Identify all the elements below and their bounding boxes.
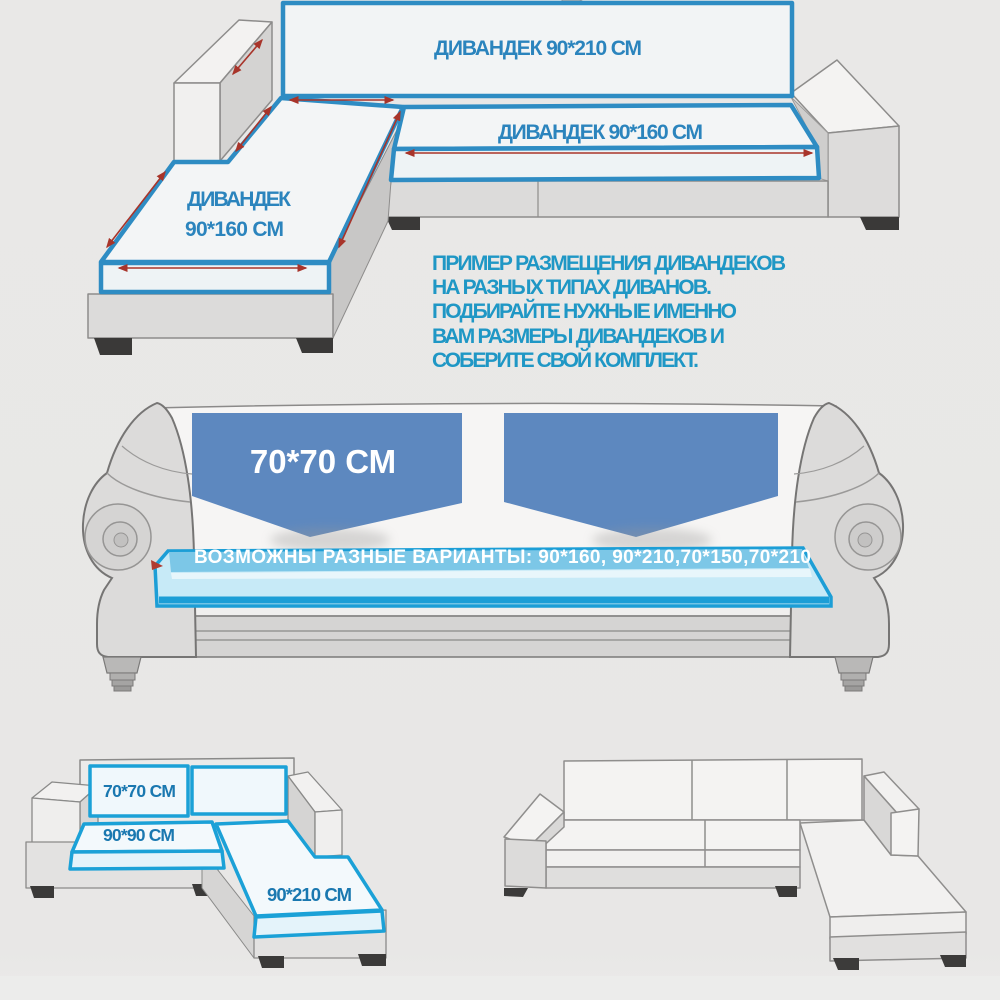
svg-text:90*210 СМ: 90*210 СМ	[267, 884, 352, 905]
svg-text:НА РАЗНЫХ ТИПАХ ДИВАНОВ.: НА РАЗНЫХ ТИПАХ ДИВАНОВ.	[432, 276, 712, 299]
svg-text:70*70 СМ: 70*70 СМ	[103, 781, 176, 801]
svg-text:ВАМ РАЗМЕРЫ ДИВАНДЕКОВ И: ВАМ РАЗМЕРЫ ДИВАНДЕКОВ И	[432, 325, 725, 348]
svg-text:ДИВАНДЕК 90*210 СМ: ДИВАНДЕК 90*210 СМ	[434, 37, 642, 60]
svg-text:СОБЕРИТЕ СВОЙ КОМПЛЕКТ.: СОБЕРИТЕ СВОЙ КОМПЛЕКТ.	[432, 348, 699, 372]
svg-text:ПРИМЕР РАЗМЕЩЕНИЯ ДИВАНДЕКОВ: ПРИМЕР РАЗМЕЩЕНИЯ ДИВАНДЕКОВ	[432, 252, 786, 275]
svg-text:ДИВАНДЕК: ДИВАНДЕК	[187, 188, 291, 211]
svg-text:70*70 СМ: 70*70 СМ	[250, 443, 396, 480]
svg-text:90*90 СМ: 90*90 СМ	[103, 825, 175, 845]
svg-text:ВОЗМОЖНЫ РАЗНЫЕ ВАРИАНТЫ: 90*1: ВОЗМОЖНЫ РАЗНЫЕ ВАРИАНТЫ: 90*160, 90*210…	[194, 547, 811, 568]
svg-text:ПОДБИРАЙТЕ НУЖНЫЕ ИМЕННО: ПОДБИРАЙТЕ НУЖНЫЕ ИМЕННО	[432, 299, 737, 323]
svg-text:90*160 СМ: 90*160 СМ	[185, 218, 284, 241]
svg-text:ДИВАНДЕК 90*160 СМ: ДИВАНДЕК 90*160 СМ	[498, 121, 703, 144]
